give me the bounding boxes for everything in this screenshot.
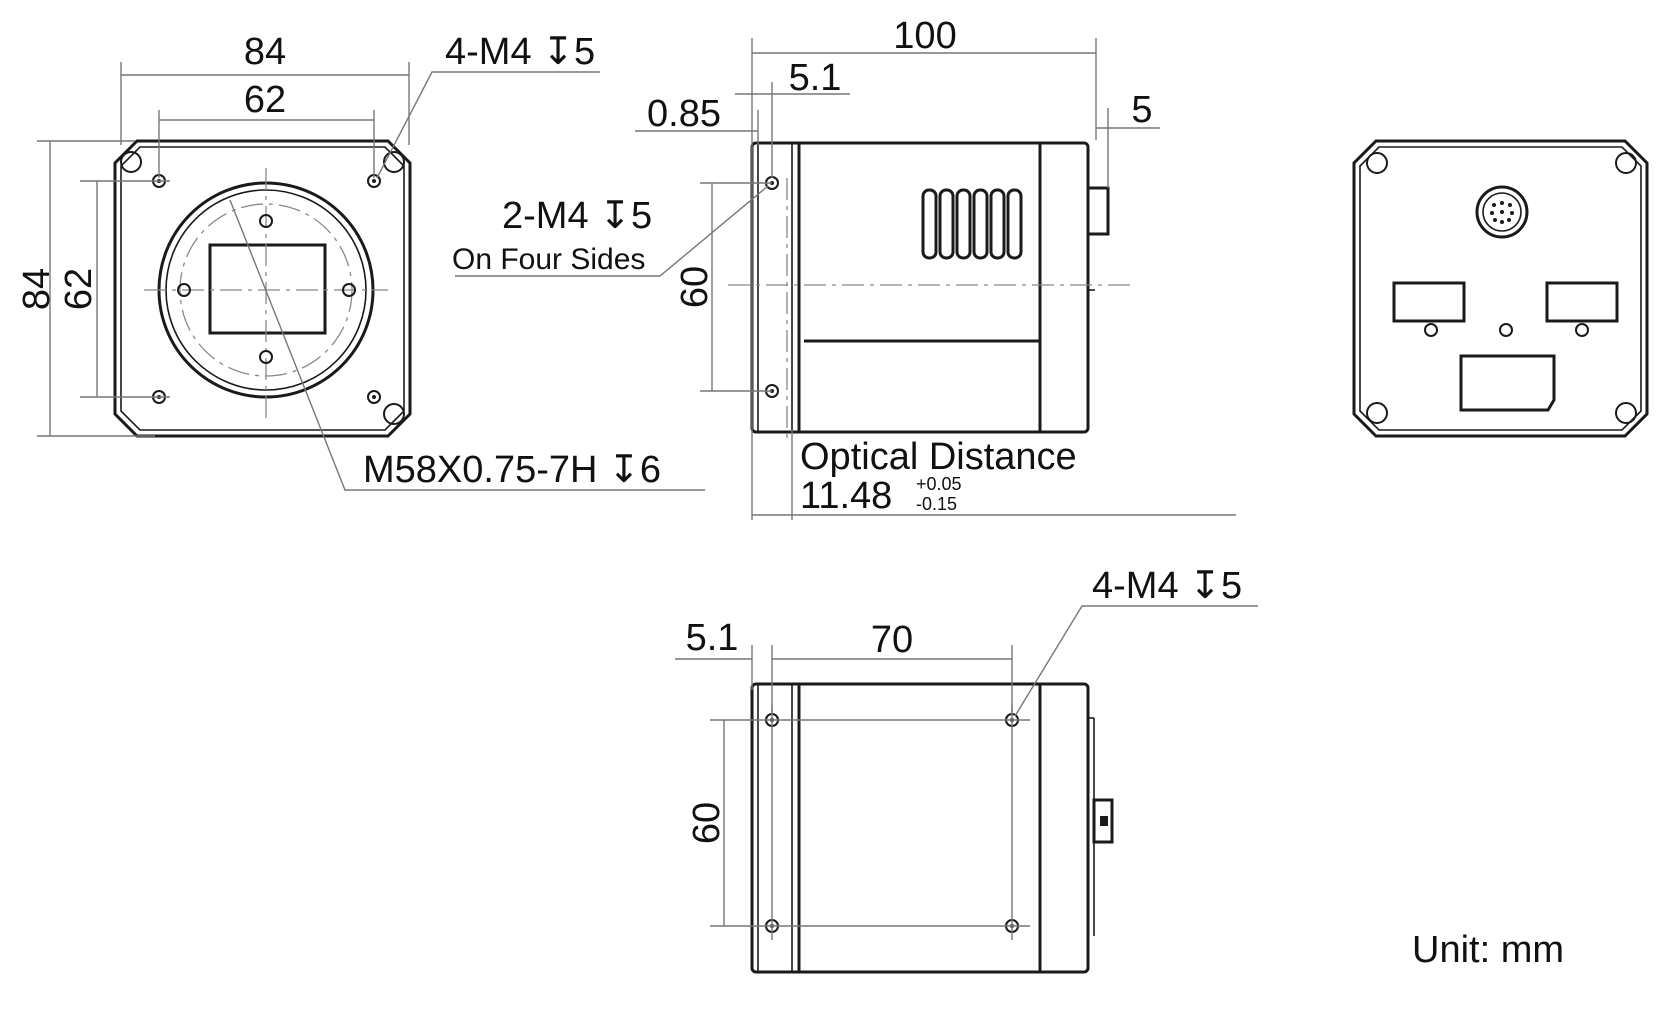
side-flange-offset-label: 0.85 bbox=[647, 93, 721, 135]
rear-led-left-icon bbox=[1424, 323, 1438, 337]
bottom-connector-protrusion bbox=[1092, 798, 1114, 844]
rear-corner-hole bbox=[1366, 402, 1388, 424]
side-holes-callout: 2-M4 ↧5 bbox=[502, 195, 652, 237]
side-body-outline bbox=[750, 141, 1090, 434]
front-height-holes-label: 62 bbox=[58, 268, 100, 310]
lens-screw-holes bbox=[177, 214, 356, 364]
side-rear-protrusion-label: 5 bbox=[1131, 89, 1152, 131]
rear-corner-hole bbox=[1615, 152, 1637, 174]
bottom-body-outline bbox=[750, 682, 1090, 974]
front-corner-hole bbox=[383, 403, 405, 425]
side-dimension-lines bbox=[455, 38, 1236, 520]
optical-distance-value: 11.48 bbox=[800, 475, 892, 517]
unit-label: Unit: mm bbox=[1412, 929, 1564, 971]
rear-corner-hole bbox=[1615, 402, 1637, 424]
bottom-hole-offset-label: 5.1 bbox=[686, 617, 739, 659]
bottom-hole-spacing-long-label: 70 bbox=[871, 619, 913, 661]
side-view: 100 5.1 0.85 5 2-M4 ↧5 On Four Sides 60 … bbox=[452, 15, 1236, 520]
side-holes-note: On Four Sides bbox=[452, 243, 645, 276]
front-body-outline bbox=[113, 139, 412, 438]
side-mount-holes bbox=[765, 176, 779, 398]
front-width-holes-label: 62 bbox=[244, 79, 286, 121]
rear-circular-connector-icon bbox=[1475, 185, 1529, 239]
rear-corner-hole bbox=[1366, 152, 1388, 174]
front-view: 84 62 84 62 4-M4 ↧5 M58X0.75-7H ↧6 bbox=[16, 31, 705, 491]
front-corner-hole bbox=[383, 151, 405, 173]
rear-led-right-icon bbox=[1575, 323, 1589, 337]
side-hole-offset-label: 5.1 bbox=[789, 57, 842, 99]
rear-body-outline bbox=[1352, 139, 1649, 438]
bottom-hole-spacing-short-label: 60 bbox=[686, 802, 728, 844]
rear-connector-protrusion bbox=[1086, 186, 1110, 236]
tolerance-lower: -0.15 bbox=[916, 494, 957, 514]
side-length-total-label: 100 bbox=[893, 15, 956, 57]
tolerance-upper: +0.05 bbox=[916, 474, 962, 494]
side-hole-spacing-label: 60 bbox=[674, 266, 716, 308]
rear-port-left bbox=[1392, 281, 1466, 323]
rear-port-right bbox=[1545, 281, 1619, 323]
front-width-outer-label: 84 bbox=[244, 31, 286, 73]
front-height-outer-label: 84 bbox=[16, 268, 58, 310]
rear-data-port bbox=[1459, 354, 1556, 412]
side-vent-slots bbox=[921, 188, 1023, 260]
rear-led-center-icon bbox=[1499, 323, 1513, 337]
bottom-view: 5.1 70 60 4-M4 ↧5 bbox=[675, 565, 1258, 974]
front-corner-hole bbox=[120, 151, 142, 173]
sensor-window bbox=[208, 243, 327, 335]
front-mount-holes-callout: 4-M4 ↧5 bbox=[445, 31, 595, 73]
bottom-dimension-lines bbox=[675, 605, 1258, 940]
rear-view bbox=[1352, 139, 1649, 438]
bottom-mount-holes-callout: 4-M4 ↧5 bbox=[1092, 565, 1242, 607]
thread-callout: M58X0.75-7H ↧6 bbox=[363, 449, 661, 491]
optical-distance-label: Optical Distance bbox=[800, 436, 1077, 478]
front-dimension-lines bbox=[37, 62, 705, 491]
bottom-mount-holes bbox=[765, 713, 1019, 933]
